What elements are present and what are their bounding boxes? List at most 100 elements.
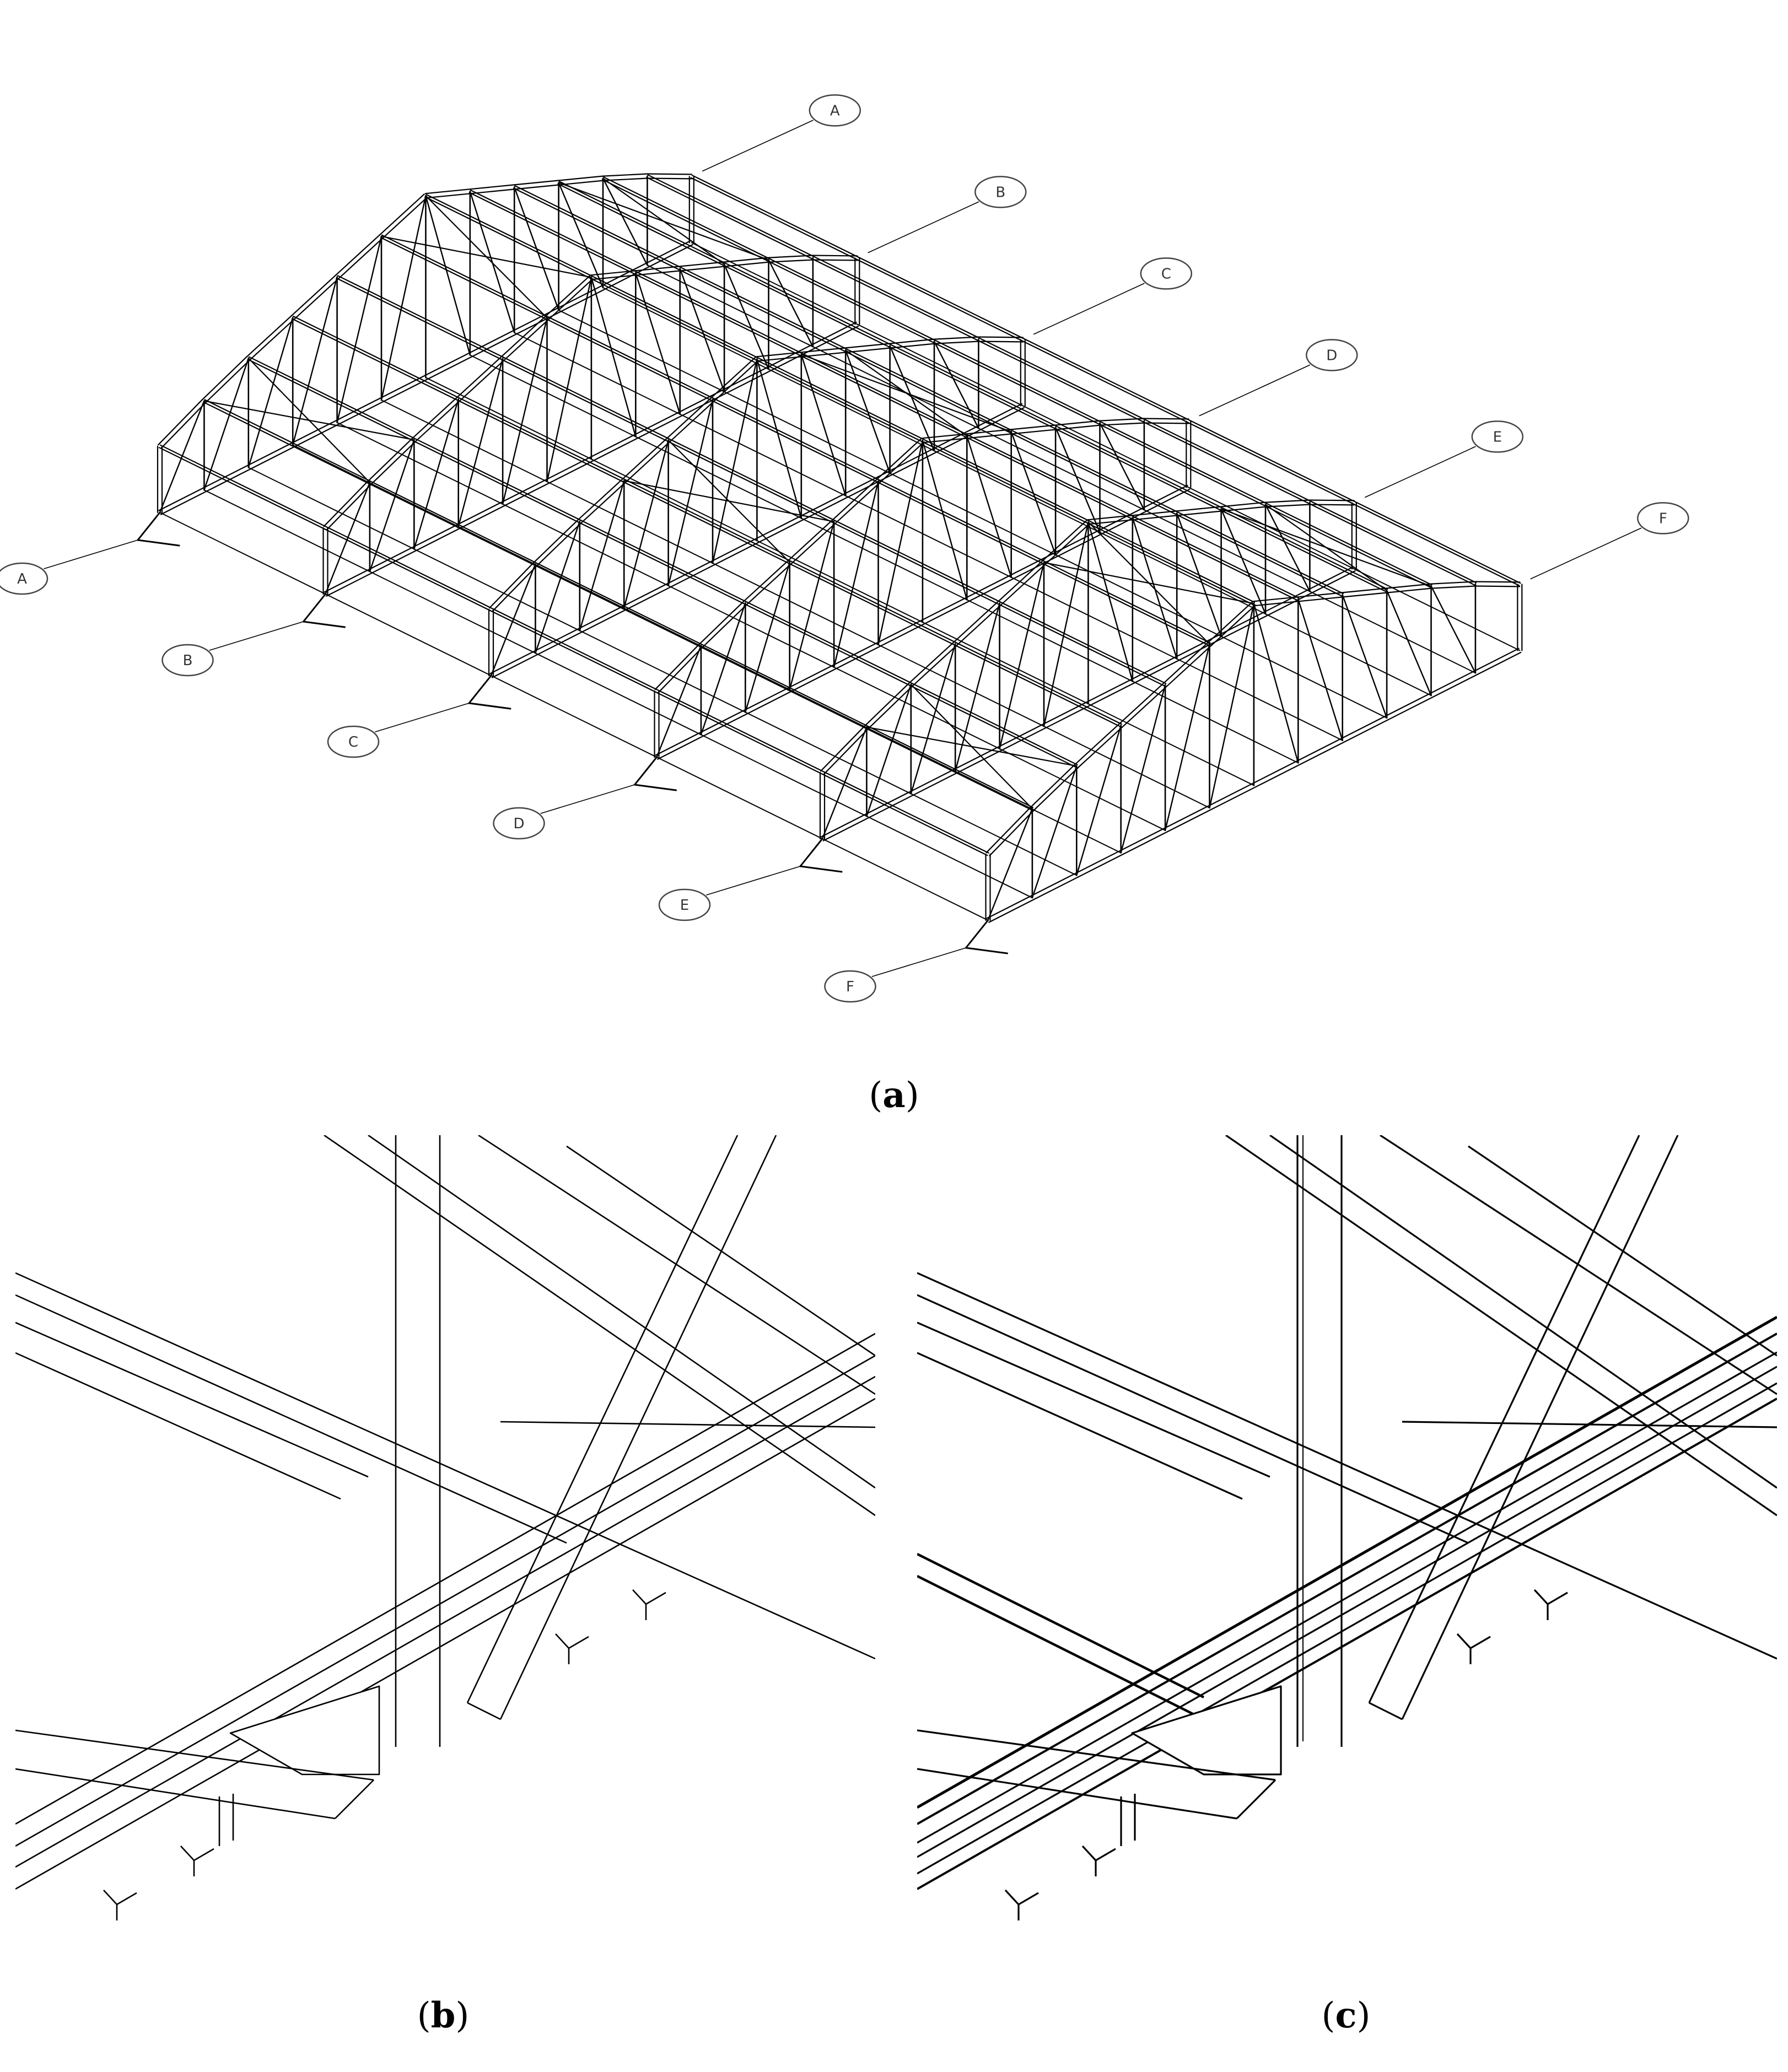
web-diagonal	[380, 195, 427, 401]
top-chord	[679, 261, 725, 267]
grid-leader	[868, 201, 979, 253]
top-chord	[845, 347, 891, 353]
back-frame	[1468, 1145, 1777, 1357]
bracing-member	[15, 1768, 336, 1820]
web-diagonal	[922, 440, 968, 601]
cleat	[103, 1890, 117, 1905]
top-chord	[820, 725, 866, 772]
grid-leader	[1199, 364, 1311, 417]
web-diagonal	[490, 563, 536, 677]
top-chord	[658, 646, 703, 693]
cross-brace	[910, 683, 1033, 810]
inclined-web	[1368, 1135, 1640, 1703]
top-chord	[370, 440, 417, 485]
top-chord	[590, 270, 637, 276]
purlin	[646, 176, 1475, 586]
web-diagonal	[833, 480, 879, 668]
grid-bubble	[658, 888, 711, 921]
top-chord	[577, 478, 623, 521]
bracing-member	[1236, 1779, 1277, 1820]
top-chord	[1054, 420, 1101, 426]
top-chord	[746, 563, 792, 606]
grid-label: D	[513, 816, 524, 832]
top-chord	[1077, 726, 1123, 769]
secondary-chord-back	[917, 1321, 1270, 1478]
grid-label: C	[1161, 266, 1171, 282]
top-chord	[246, 315, 292, 358]
web-diagonal	[1430, 585, 1477, 674]
cleat	[1547, 1591, 1568, 1605]
support	[799, 865, 843, 873]
top-chord	[1000, 563, 1046, 606]
top-chord	[1253, 596, 1299, 602]
top-chord	[1207, 601, 1253, 644]
top-chord	[1220, 506, 1267, 512]
purlin	[514, 185, 1344, 595]
top-chord	[790, 522, 836, 565]
top-chord	[654, 643, 701, 690]
grid-leader	[375, 703, 470, 732]
main-chord-edge	[15, 1332, 875, 1825]
connection-detail-b-drawing	[15, 1135, 875, 1920]
top-chord	[698, 600, 745, 645]
top-chord	[1074, 723, 1121, 765]
cleat	[1095, 1848, 1116, 1861]
top-chord	[424, 188, 471, 195]
bottom-tie	[647, 265, 1476, 674]
top-chord	[1342, 592, 1388, 598]
purlin	[381, 234, 1211, 644]
top-chord	[1087, 515, 1133, 521]
grid-bubble	[1471, 420, 1524, 453]
cross-brace	[845, 349, 968, 437]
top-chord	[1297, 596, 1344, 602]
inclined-web	[1401, 1135, 1679, 1720]
top-chord	[669, 400, 715, 443]
grid-bubble	[1637, 502, 1689, 535]
cleat	[1533, 1589, 1549, 1605]
support	[303, 593, 326, 623]
cross-brace	[247, 357, 371, 483]
top-chord	[624, 441, 671, 483]
top-chord	[323, 480, 369, 527]
top-chord	[713, 359, 760, 402]
grid-label: B	[183, 652, 193, 669]
top-chord	[1010, 424, 1056, 430]
inclined-web	[466, 1135, 739, 1703]
top-chord	[801, 352, 847, 358]
top-chord	[488, 562, 535, 609]
top-chord	[580, 482, 627, 524]
web-diagonal	[1087, 521, 1134, 682]
top-chord	[1010, 429, 1057, 435]
support	[468, 702, 511, 710]
cleat	[632, 1589, 647, 1605]
top-chord	[202, 355, 248, 400]
purlin	[602, 176, 1432, 586]
top-chord	[205, 359, 251, 403]
web-diagonal	[579, 480, 625, 632]
top-chord	[249, 319, 295, 361]
support	[799, 838, 823, 867]
top-chord	[1132, 515, 1178, 521]
top-chord	[548, 278, 594, 320]
bottom-chord	[324, 321, 857, 593]
web-diagonal	[558, 182, 604, 289]
top-chord	[367, 437, 413, 482]
purlin	[468, 192, 1299, 601]
purlin	[247, 359, 1077, 768]
bracing-member	[917, 1768, 1237, 1820]
secondary-chord-back	[917, 1352, 1243, 1500]
purlin	[424, 196, 1254, 606]
purlin	[291, 318, 1121, 727]
top-chord	[756, 352, 802, 358]
web-diagonal	[292, 276, 338, 446]
top-chord	[724, 261, 770, 267]
web-diagonal	[159, 400, 205, 514]
support	[634, 784, 677, 791]
web-diagonal	[789, 521, 835, 690]
bottom-tie	[469, 354, 1299, 764]
back-frame	[478, 1135, 875, 1395]
top-chord	[702, 603, 748, 648]
web-diagonal	[203, 357, 249, 491]
top-chord	[1297, 592, 1343, 598]
top-chord	[492, 565, 538, 612]
